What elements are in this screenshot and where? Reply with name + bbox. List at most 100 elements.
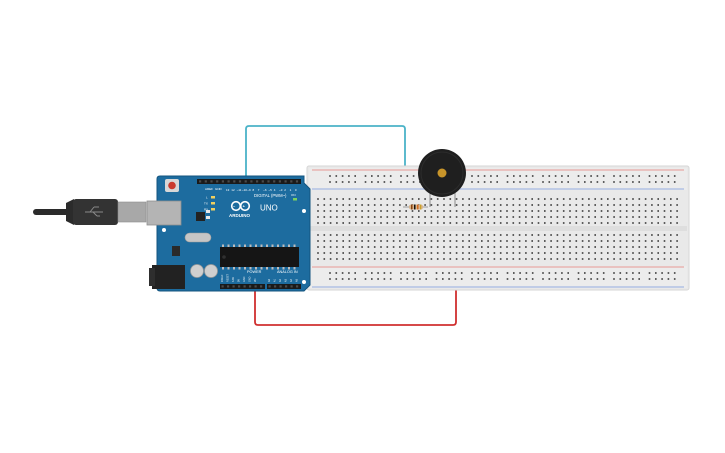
breadboard-hole[interactable] [673,181,676,183]
breadboard-hole[interactable] [373,210,376,212]
breadboard-hole[interactable] [317,258,319,260]
digital-pin-hole[interactable] [216,180,219,183]
breadboard-hole[interactable] [335,278,338,280]
breadboard-hole[interactable] [657,234,659,236]
breadboard-hole[interactable] [544,216,546,218]
breadboard-hole[interactable] [644,252,647,254]
breadboard-hole[interactable] [561,175,563,177]
breadboard-hole[interactable] [594,198,596,200]
breadboard-hole[interactable] [399,198,401,200]
breadboard-hole[interactable] [525,246,527,248]
breadboard-hole[interactable] [619,234,622,236]
breadboard-hole[interactable] [418,210,420,212]
breadboard-hole[interactable] [442,272,444,274]
breadboard-hole[interactable] [443,252,445,254]
breadboard-hole[interactable] [600,210,603,212]
breadboard-hole[interactable] [317,198,319,200]
breadboard-hole[interactable] [575,210,578,212]
breadboard-hole[interactable] [460,278,463,280]
breadboard-hole[interactable] [525,234,527,236]
breadboard-hole[interactable] [317,222,319,224]
breadboard-hole[interactable] [506,210,508,212]
breadboard-hole[interactable] [405,222,407,224]
breadboard-hole[interactable] [449,258,452,260]
breadboard-hole[interactable] [575,222,578,224]
breadboard-hole[interactable] [632,181,634,183]
breadboard-hole[interactable] [317,252,319,254]
breadboard-hole[interactable] [588,198,590,200]
breadboard-hole[interactable] [602,181,605,183]
breadboard-hole[interactable] [481,234,483,236]
breadboard-hole[interactable] [496,181,498,183]
breadboard-hole[interactable] [342,246,344,248]
breadboard-hole[interactable] [544,210,546,212]
power-pin-hole[interactable] [221,285,224,288]
breadboard-hole[interactable] [499,198,502,200]
breadboard-hole[interactable] [487,234,489,236]
breadboard-hole[interactable] [323,246,326,248]
breadboard-hole[interactable] [663,240,666,242]
breadboard-hole[interactable] [380,258,382,260]
breadboard-hole[interactable] [518,204,521,206]
breadboard-hole[interactable] [436,198,439,200]
breadboard-hole[interactable] [625,204,628,206]
breadboard-hole[interactable] [468,234,470,236]
breadboard-hole[interactable] [317,240,319,242]
breadboard-hole[interactable] [329,278,331,280]
breadboard-hole[interactable] [348,216,351,218]
breadboard-hole[interactable] [542,272,544,274]
breadboard-hole[interactable] [386,240,389,242]
breadboard-hole[interactable] [525,278,528,280]
breadboard-hole[interactable] [525,181,528,183]
breadboard-hole[interactable] [430,258,433,260]
breadboard-hole[interactable] [673,175,676,177]
breadboard-hole[interactable] [651,246,653,248]
breadboard-hole[interactable] [619,204,622,206]
breadboard-hole[interactable] [632,198,634,200]
breadboard-hole[interactable] [380,198,382,200]
breadboard-hole[interactable] [436,216,439,218]
breadboard-hole[interactable] [657,258,659,260]
breadboard-hole[interactable] [405,234,407,236]
breadboard-hole[interactable] [676,234,678,236]
breadboard-hole[interactable] [550,234,552,236]
breadboard-hole[interactable] [468,246,470,248]
breadboard-hole[interactable] [418,258,420,260]
breadboard-hole[interactable] [619,278,622,280]
breadboard-hole[interactable] [448,272,450,274]
breadboard-hole[interactable] [418,240,420,242]
breadboard-hole[interactable] [561,278,563,280]
breadboard-hole[interactable] [443,216,445,218]
breadboard-hole[interactable] [619,198,622,200]
breadboard-hole[interactable] [542,181,544,183]
breadboard-hole[interactable] [512,204,515,206]
breadboard-hole[interactable] [518,240,521,242]
breadboard-hole[interactable] [676,258,678,260]
breadboard-hole[interactable] [449,234,452,236]
breadboard-hole[interactable] [455,210,458,212]
breadboard-hole[interactable] [525,222,527,224]
breadboard-hole[interactable] [590,272,592,274]
breadboard-hole[interactable] [474,222,477,224]
breadboard-hole[interactable] [670,222,672,224]
breadboard-hole[interactable] [496,272,498,274]
breadboard-hole[interactable] [596,181,599,183]
breadboard-hole[interactable] [399,210,401,212]
breadboard-hole[interactable] [373,222,376,224]
digital-pin-hole[interactable] [261,180,264,183]
breadboard-hole[interactable] [581,252,584,254]
breadboard-hole[interactable] [613,258,615,260]
breadboard-hole[interactable] [544,204,546,206]
breadboard-hole[interactable] [342,210,344,212]
breadboard-hole[interactable] [519,272,521,274]
breadboard-hole[interactable] [594,246,596,248]
breadboard-hole[interactable] [499,246,502,248]
breadboard-hole[interactable] [335,272,338,274]
breadboard-hole[interactable] [594,240,596,242]
breadboard-hole[interactable] [468,204,470,206]
breadboard-hole[interactable] [554,175,557,177]
breadboard-hole[interactable] [386,210,389,212]
breadboard-hole[interactable] [562,246,565,248]
breadboard-hole[interactable] [548,272,551,274]
breadboard-hole[interactable] [430,198,433,200]
